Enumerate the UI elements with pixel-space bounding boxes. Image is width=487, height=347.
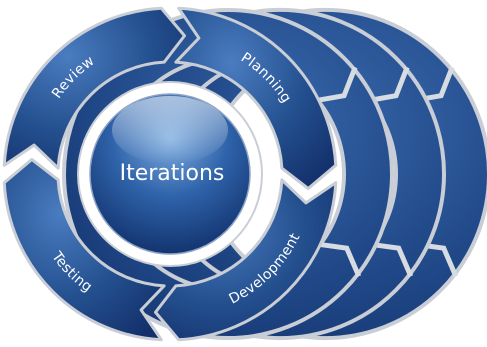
back-ring-2-notch-2: [369, 241, 414, 278]
center-hub: Iterations: [77, 81, 263, 267]
back-ring-3-notch-2: [317, 241, 362, 278]
back-ring-2-notch-1: [366, 66, 410, 104]
segment-review: [2, 6, 187, 170]
back-ring-3-notch-1: [314, 66, 358, 104]
front-ring: [2, 6, 338, 342]
hub-shine: [112, 96, 228, 164]
hub-label: Iterations: [120, 161, 225, 186]
segment-planning: [174, 6, 338, 191]
segment-development: [153, 178, 338, 342]
segment-testing: [2, 157, 166, 342]
